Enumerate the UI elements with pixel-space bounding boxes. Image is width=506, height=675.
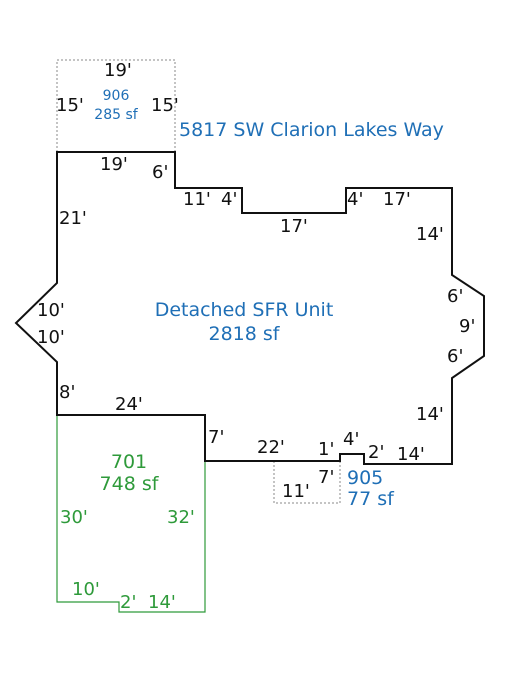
main-unit-area: 2818 sf [209, 323, 281, 345]
address-label: 5817 SW Clarion Lakes Way [179, 119, 444, 141]
area-701-code: 701 [111, 451, 147, 473]
dim-bottom-1: 1' [318, 439, 334, 460]
dim-bay-6a: 6' [447, 286, 463, 307]
area-701-dim-left: 30' [60, 507, 88, 528]
dim-bottom-2: 2' [368, 442, 384, 463]
dim-bay-9: 9' [459, 316, 475, 337]
area-701-dim-right: 32' [167, 507, 195, 528]
dim-bottom-4: 4' [343, 429, 359, 450]
area-701-dim-bottom-10: 10' [72, 579, 100, 600]
dim-4a: 4' [221, 189, 237, 210]
dim-left-8: 8' [59, 382, 75, 403]
dim-left-21: 21' [59, 208, 87, 229]
dim-left-10b: 10' [37, 327, 65, 348]
dim-inner-7: 7' [208, 427, 224, 448]
dim-right-14b: 14' [416, 404, 444, 425]
dim-11: 11' [183, 189, 211, 210]
area-906-outline [56, 59, 176, 152]
dim-left-10a: 10' [37, 300, 65, 321]
dim-bottom-24: 24' [115, 394, 143, 415]
area-906-code: 906 [103, 88, 130, 104]
area-905-dim-depth: 7' [318, 467, 334, 488]
area-701-area: 748 sf [100, 473, 160, 495]
dim-17b: 17' [383, 189, 411, 210]
dim-bottom-22: 22' [257, 437, 285, 458]
area-906-dim-top: 19' [104, 60, 132, 81]
dim-bay-6b: 6' [447, 346, 463, 367]
area-906-dim-right: 15' [151, 95, 179, 116]
dim-right-14a: 14' [416, 224, 444, 245]
area-905-dim-width: 11' [282, 481, 310, 502]
area-905-code: 905 [347, 467, 383, 489]
area-905-outline [273, 461, 341, 504]
area-701-dim-bottom-2: 2' [120, 592, 136, 613]
dim-bottom-14: 14' [397, 444, 425, 465]
area-906-dim-left: 15' [56, 95, 84, 116]
dim-17a: 17' [280, 216, 308, 237]
dim-step-down: 6' [152, 162, 168, 183]
area-905-area: 77 sf [347, 488, 395, 510]
area-701-dim-bottom-14: 14' [148, 592, 176, 613]
main-unit-name: Detached SFR Unit [155, 299, 334, 321]
main-unit-outline [14, 151, 485, 465]
area-906-area: 285 sf [94, 107, 138, 123]
dim-4b: 4' [347, 189, 363, 210]
dim-top-left: 19' [100, 154, 128, 175]
